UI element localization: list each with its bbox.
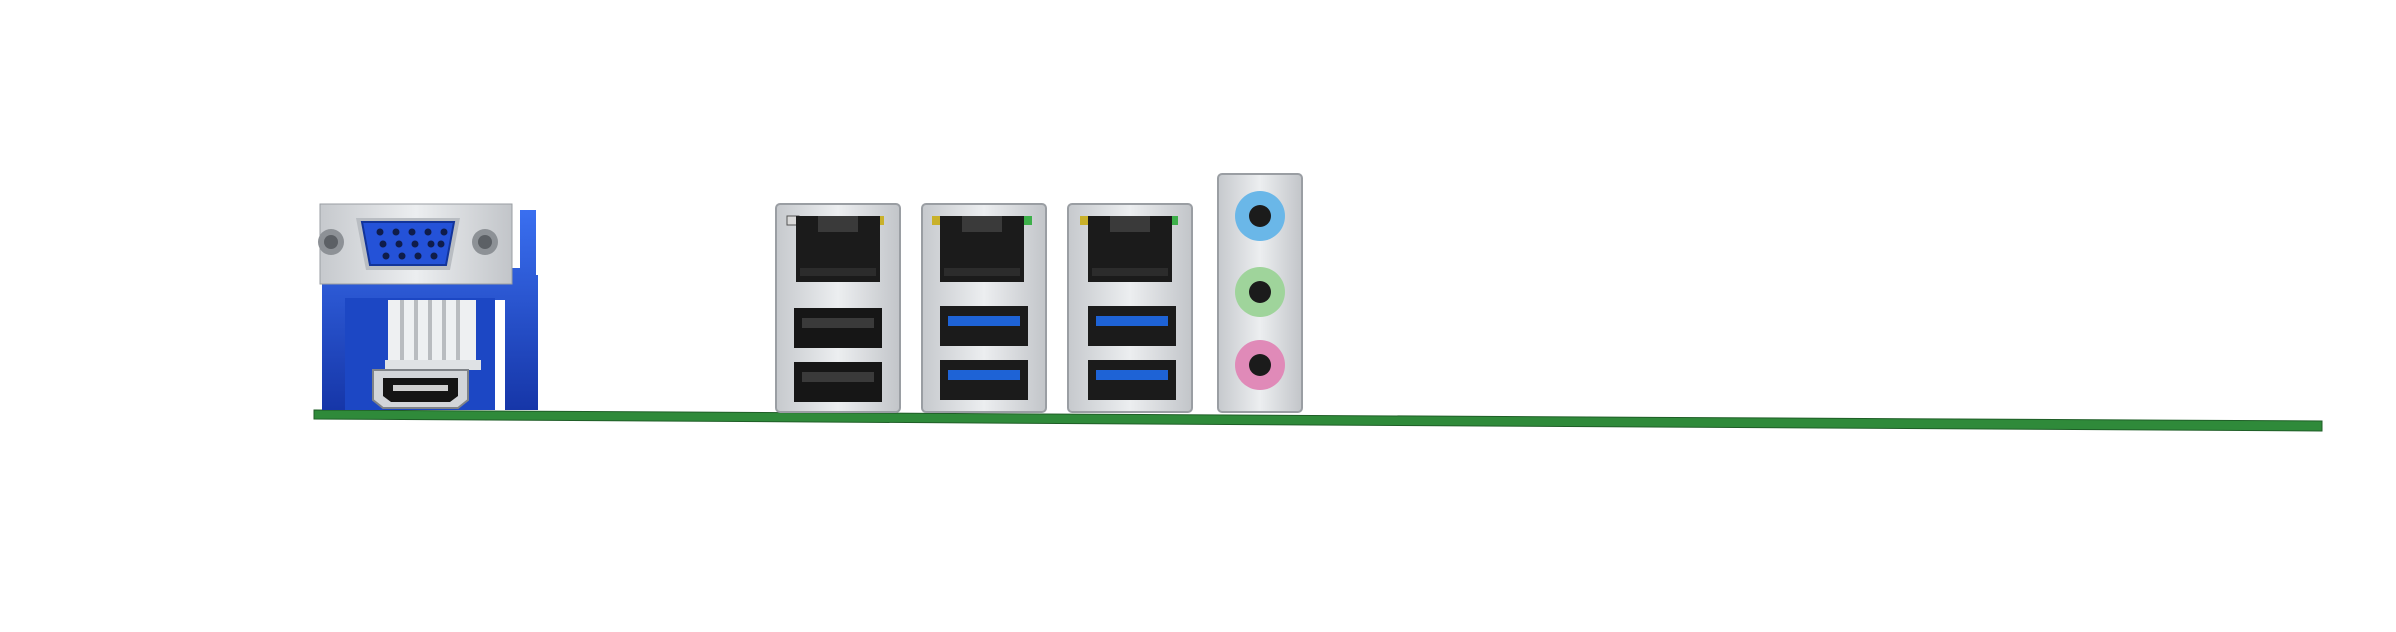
ethernet-port [796, 216, 880, 282]
audio-jack-line-in [1235, 191, 1285, 241]
vga-hdmi-block [318, 203, 538, 410]
audio-jack-line-out [1235, 267, 1285, 317]
usb2-port [794, 362, 882, 402]
usb3-port [1088, 360, 1176, 400]
ethernet-port [1088, 216, 1172, 282]
usb3-port [1088, 306, 1176, 346]
rj45-usb3-stack [1067, 203, 1193, 413]
pcb-board [313, 409, 2323, 432]
rj45-usb3-stack [921, 203, 1047, 413]
audio-jack-stack [1217, 173, 1303, 413]
vga-connector [318, 203, 513, 285]
rj45-usb2-stack [775, 203, 901, 413]
hdmi-port [372, 369, 469, 409]
ethernet-port [940, 216, 1024, 282]
usb2-port [794, 308, 882, 348]
audio-jack-mic [1235, 340, 1285, 390]
usb3-port [940, 306, 1028, 346]
usb3-port [940, 360, 1028, 400]
